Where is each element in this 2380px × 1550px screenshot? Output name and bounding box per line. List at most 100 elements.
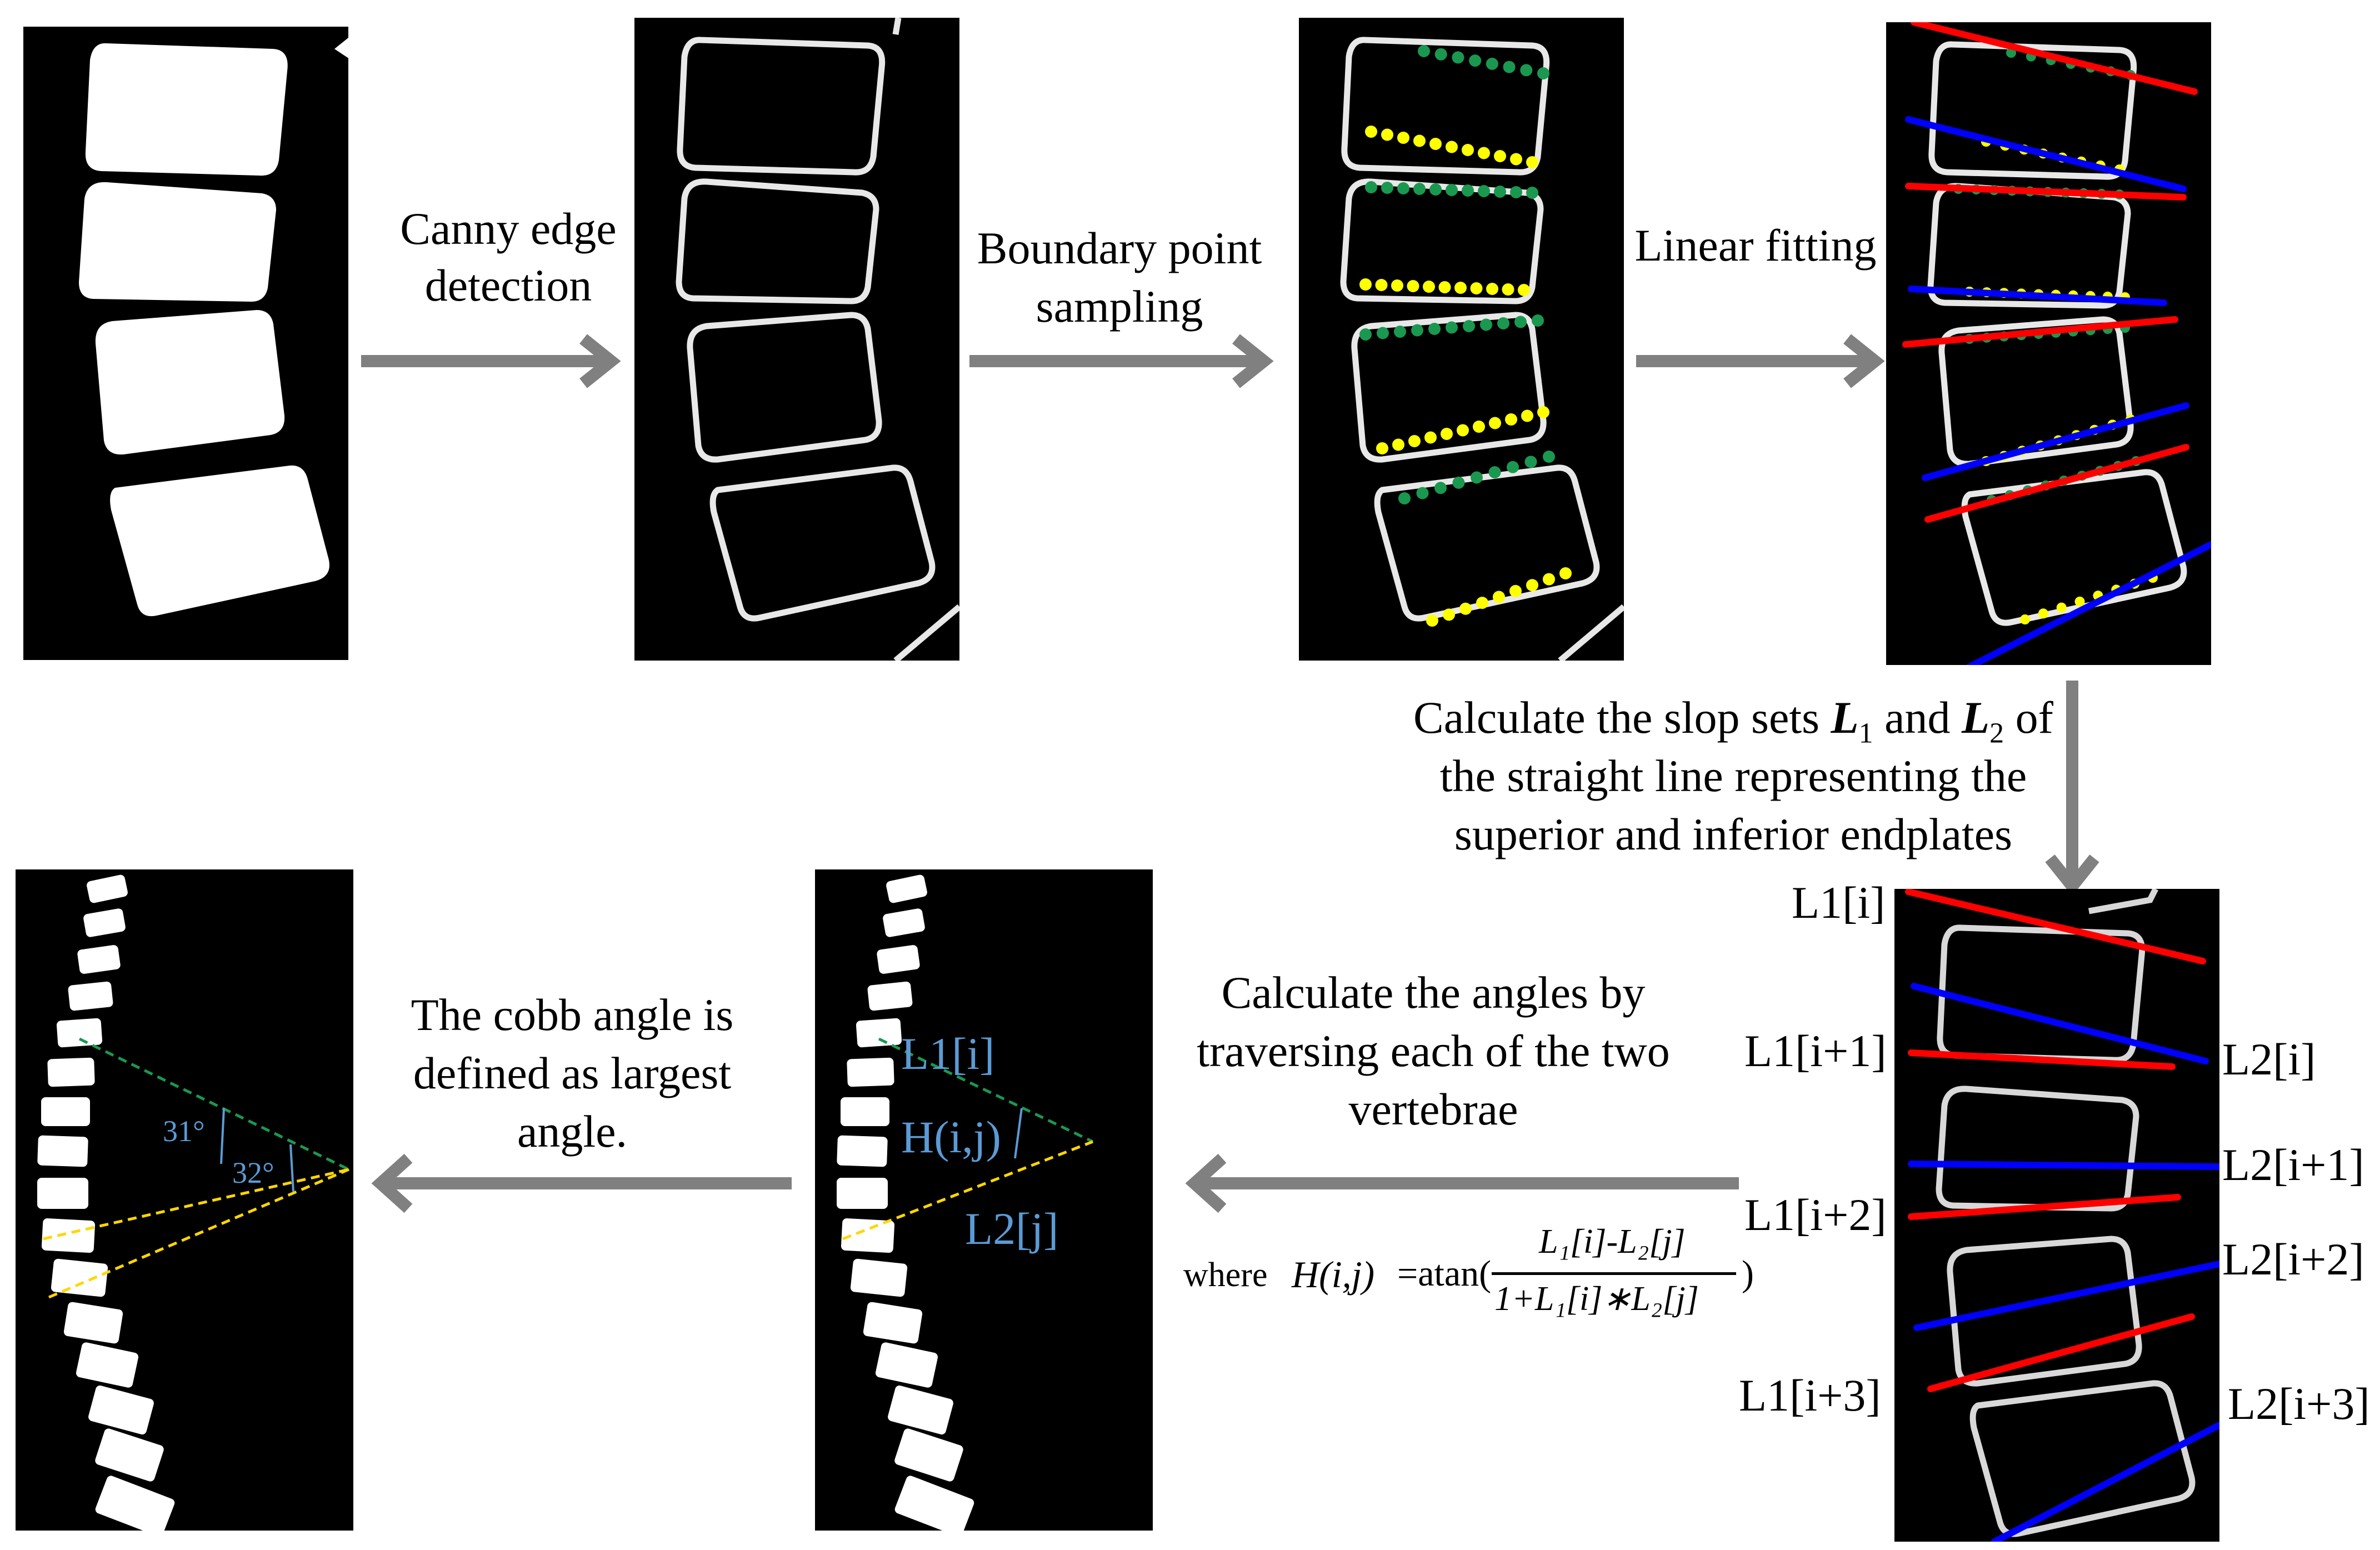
- traversal-h-label: H(i,j): [901, 1112, 1001, 1162]
- superior-point: [1452, 476, 1465, 489]
- vertebra: [894, 1428, 963, 1482]
- label-slope-line1: Calculate the slop sets L1 and L2 of: [1350, 689, 2117, 762]
- slope-inferior-line-1: [1911, 983, 2209, 1064]
- slope-label-left-3: L1[i+3]: [1739, 1370, 1881, 1421]
- inferior-point: [1486, 283, 1498, 295]
- cobb-angle-panel: 31° 32°: [16, 869, 353, 1531]
- traversal-image: [837, 874, 1094, 1531]
- inferior-point: [1438, 281, 1451, 293]
- superior-point: [1486, 57, 1498, 70]
- slope-label-right-1: L2[i+1]: [2222, 1139, 2364, 1190]
- inferior-point: [2056, 602, 2067, 613]
- label-slope-line3: superior and inferior endplates: [1454, 809, 2013, 859]
- inferior-point: [1426, 614, 1438, 627]
- canny-edge-image: [676, 18, 959, 661]
- inferior-point: [1476, 597, 1488, 609]
- slope-label-left-2: L1[i+2]: [1744, 1189, 1887, 1240]
- inferior-point: [2074, 596, 2085, 607]
- inferior-point: [1423, 281, 1435, 293]
- inferior-dash-line: [842, 1140, 1093, 1241]
- arrow-cobb: [371, 1153, 792, 1213]
- inferior-point: [1502, 283, 1514, 296]
- cobb-angle-b: 32°: [232, 1156, 274, 1189]
- inferior-point: [1537, 406, 1549, 418]
- superior-point: [1471, 471, 1483, 484]
- label-sampling-line1: Boundary point: [977, 223, 1262, 273]
- vertebra-3: [95, 310, 285, 455]
- inferior-point: [1462, 144, 1474, 156]
- label-fitting: Linear fitting: [1634, 220, 1877, 271]
- superior-point: [1381, 182, 1393, 194]
- superior-point: [1469, 54, 1482, 67]
- vertebra-2: [79, 182, 276, 302]
- arrow-fitting: [1636, 334, 1885, 388]
- vertebra: [83, 908, 126, 937]
- superior-point: [1480, 318, 1492, 331]
- superior-point: [1478, 185, 1490, 197]
- inferior-point: [1543, 573, 1555, 586]
- superior-point: [1503, 61, 1516, 73]
- inferior-point: [1391, 279, 1403, 292]
- inferior-point: [1510, 153, 1522, 166]
- sample-points: [1359, 45, 1572, 627]
- vertebra: [883, 908, 925, 937]
- label-slope-of: of: [2004, 692, 2053, 743]
- vertebra: [837, 1178, 888, 1209]
- inferior-point: [1381, 128, 1393, 141]
- inferior-point: [1470, 282, 1483, 294]
- inferior-point: [1443, 608, 1455, 621]
- slope-panel: [1894, 889, 2219, 1542]
- segmentation-image: [79, 38, 348, 617]
- traversal-l2-label: L2[j]: [965, 1203, 1059, 1254]
- vertebra: [841, 1218, 895, 1253]
- formula-denominator: 1+L₁[i]∗L₂[j]: [1494, 1280, 1699, 1318]
- vertebra: [51, 1258, 108, 1297]
- inferior-line-3: [1922, 402, 2189, 481]
- superior-point: [1398, 492, 1411, 504]
- superior-point: [1397, 182, 1409, 194]
- vertebra: [863, 1302, 923, 1344]
- superior-point: [1394, 326, 1406, 338]
- linear-fitting-image: [1902, 22, 2211, 665]
- inferior-point: [1376, 442, 1388, 454]
- inferior-point: [1407, 280, 1419, 292]
- inferior-point: [2020, 614, 2030, 624]
- slope-label-left-0: L1[i]: [1792, 877, 1886, 928]
- inferior-point: [1392, 438, 1404, 451]
- superior-point: [1510, 186, 1522, 198]
- inferior-point: [1413, 134, 1426, 147]
- superior-point: [1488, 466, 1501, 479]
- boundary-sampling-image: [1340, 37, 1624, 661]
- superior-point: [1428, 323, 1441, 335]
- label-slope-L1-sub: 1: [1858, 717, 1873, 749]
- superior-point: [1543, 451, 1555, 463]
- spine-vertebrae: [37, 874, 175, 1531]
- slope-label-right-2: L2[i+2]: [2222, 1234, 2364, 1284]
- slope-superior-line-3: [1908, 1194, 2181, 1220]
- superior-line-4: [1924, 444, 2189, 523]
- vertebra: [37, 1178, 88, 1209]
- slope-inferior-line-2: [1908, 1161, 2219, 1170]
- superior-line-2: [1905, 183, 2187, 201]
- vertebra: [850, 1258, 908, 1297]
- vertebra: [87, 874, 128, 903]
- canny-edge-panel: [634, 18, 959, 661]
- label-angles-line2: traversing each of the two: [1197, 1026, 1670, 1076]
- vertebra: [847, 1057, 894, 1087]
- vertebra: [888, 1385, 953, 1435]
- slope-label-right-0: L2[i]: [2222, 1034, 2316, 1084]
- cobb-image: [37, 874, 350, 1531]
- inferior-point: [1494, 150, 1506, 162]
- vertebra: [68, 981, 113, 1011]
- vertebra-4: [110, 465, 329, 617]
- inferior-point: [2038, 608, 2048, 619]
- segmentation-panel: [23, 27, 348, 660]
- superior-point: [1463, 320, 1475, 332]
- superior-point: [1434, 48, 1447, 61]
- arrow-angles: [1185, 1153, 1739, 1213]
- inferior-point: [1526, 579, 1538, 592]
- label-angles-line3: vertebrae: [1348, 1084, 1518, 1134]
- superior-point: [1446, 321, 1458, 334]
- superior-point: [1416, 487, 1429, 499]
- traversal-panel: L1[i] H(i,j) L2[j]: [815, 869, 1153, 1531]
